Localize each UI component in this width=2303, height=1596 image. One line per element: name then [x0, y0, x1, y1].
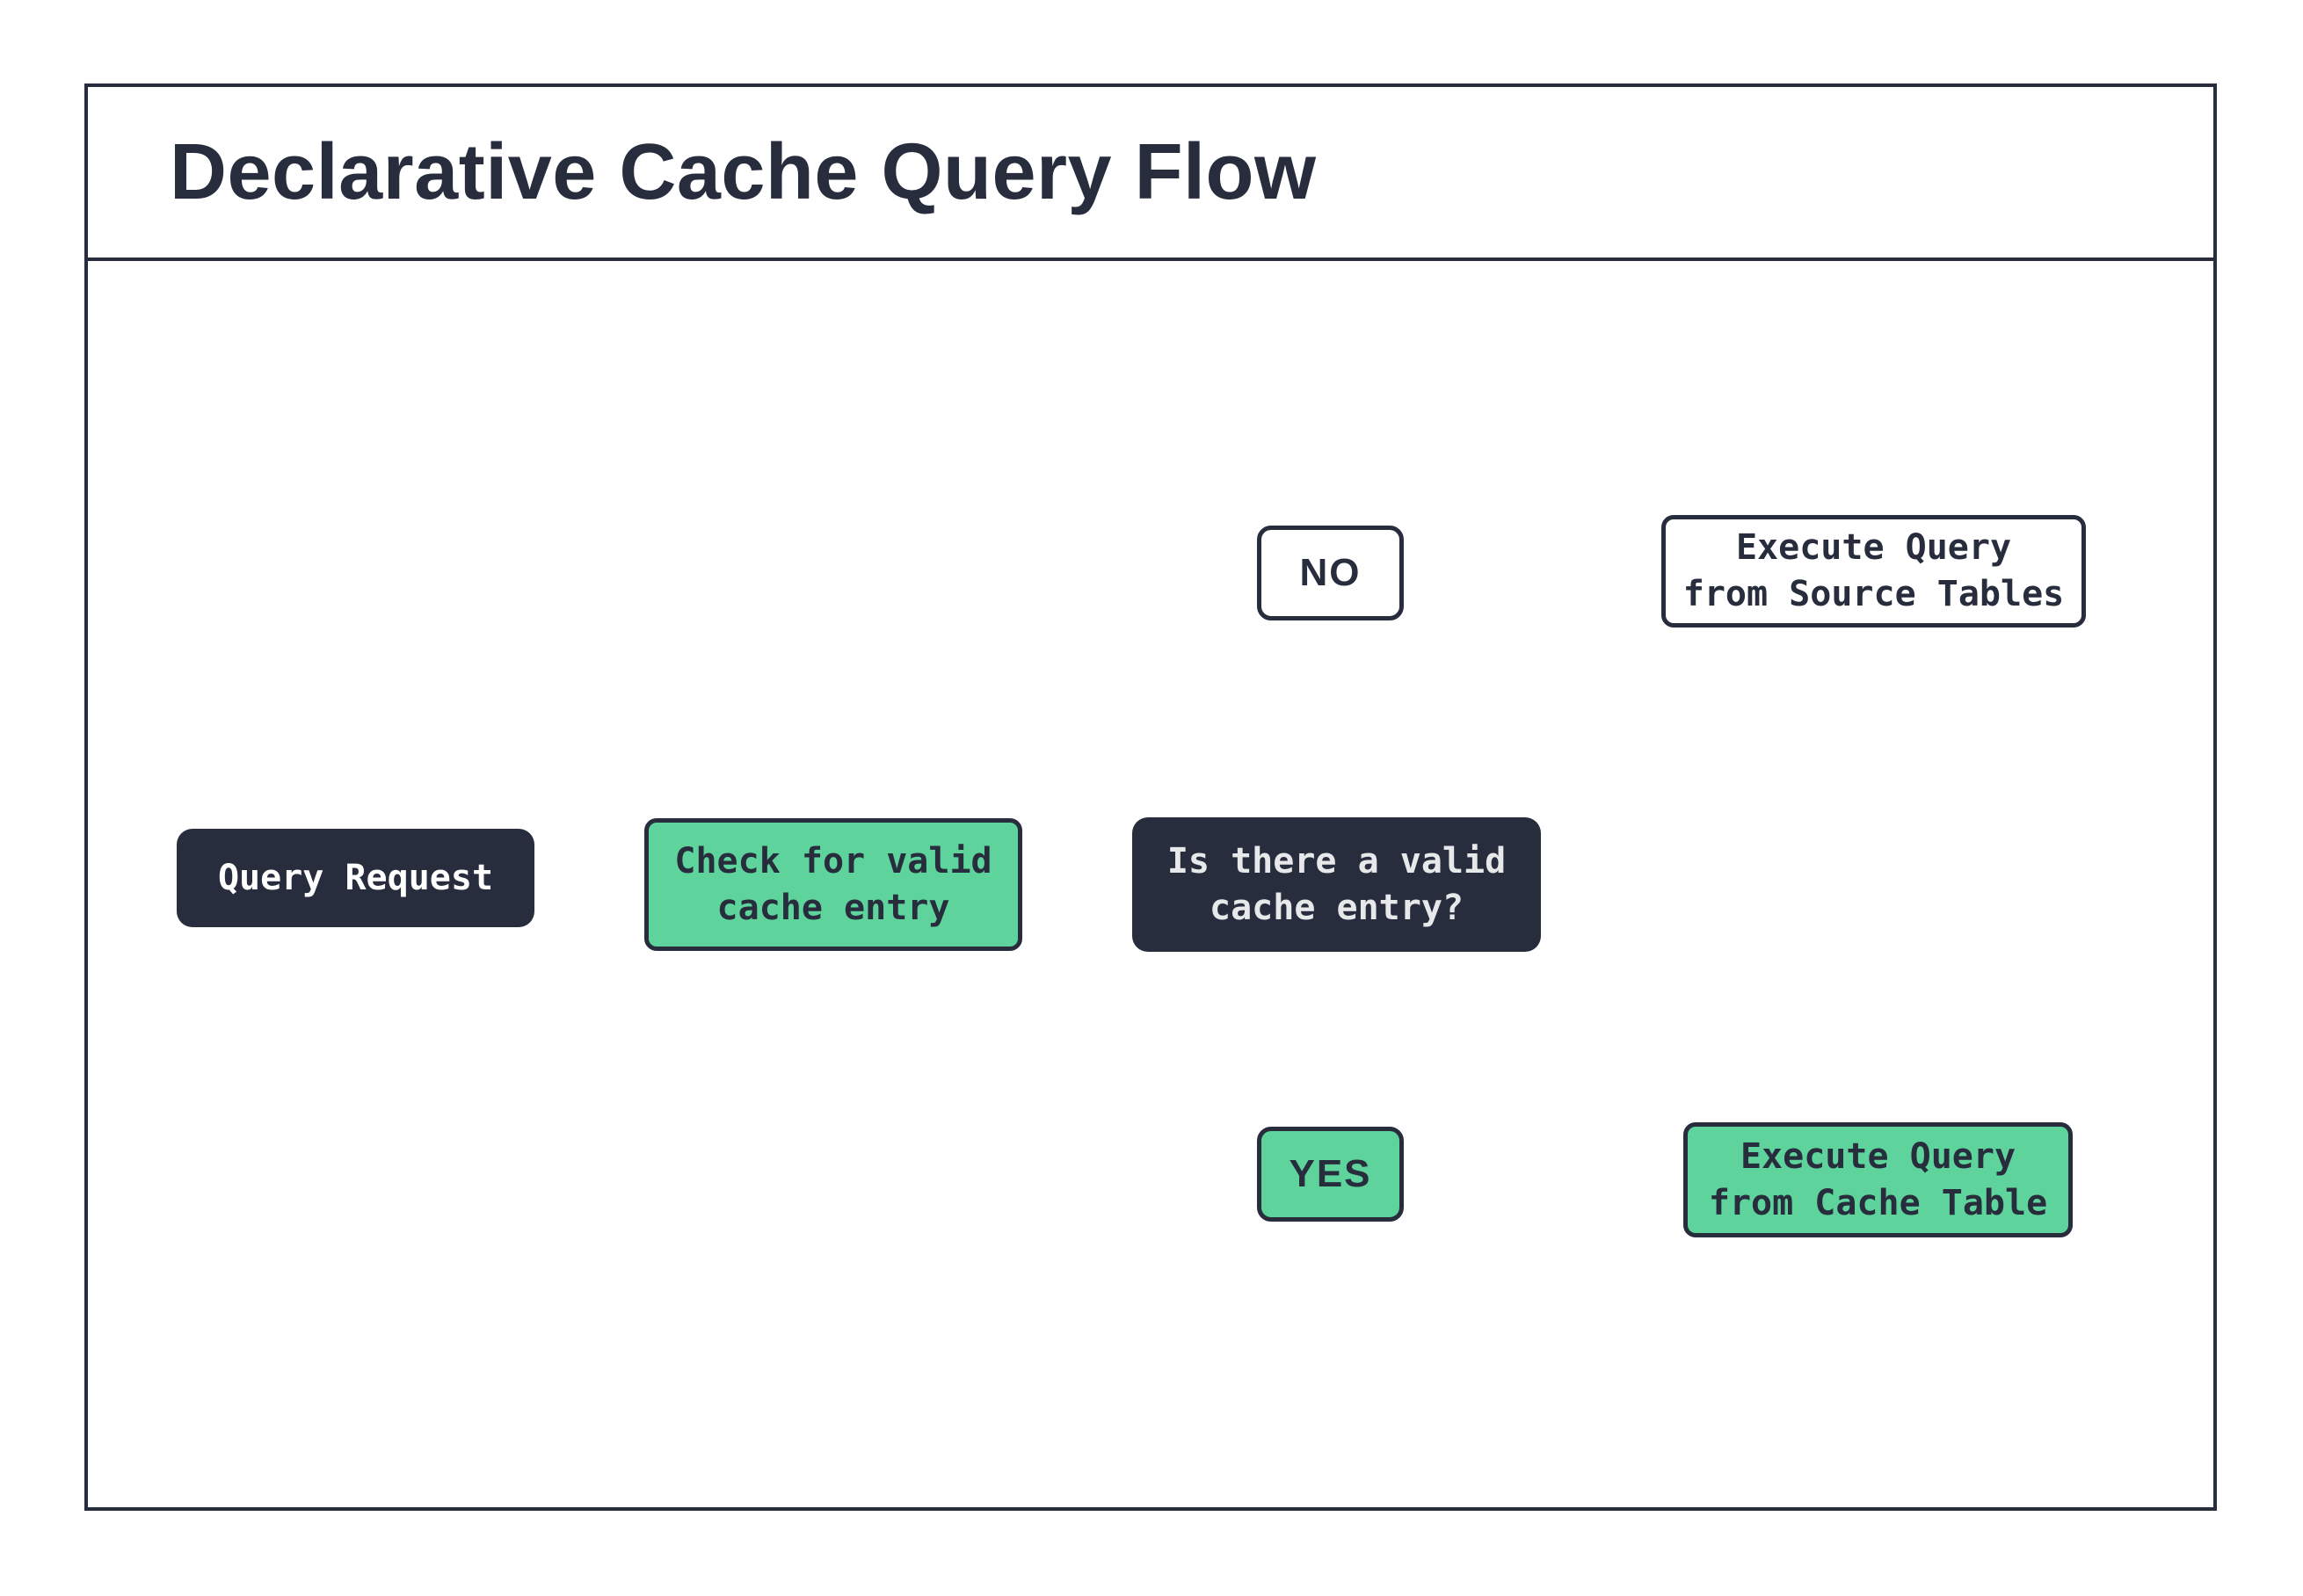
branch-label-no: NO	[1257, 526, 1404, 620]
page-title: Declarative Cache Query Flow	[170, 127, 1317, 216]
flow-node-check-cache: Check for valid cache entry	[644, 818, 1022, 951]
flow-node-execute-cache: Execute Query from Cache Table	[1683, 1122, 2073, 1237]
diagram-frame: Declarative Cache Query Flow	[84, 83, 2217, 1511]
diagram-header: Declarative Cache Query Flow	[88, 87, 2213, 261]
flow-node-execute-source: Execute Query from Source Tables	[1661, 515, 2086, 628]
branch-label-yes: YES	[1257, 1127, 1404, 1222]
flow-node-decision: Is there a valid cache entry?	[1132, 817, 1541, 952]
flow-node-query-request: Query Request	[177, 829, 534, 927]
